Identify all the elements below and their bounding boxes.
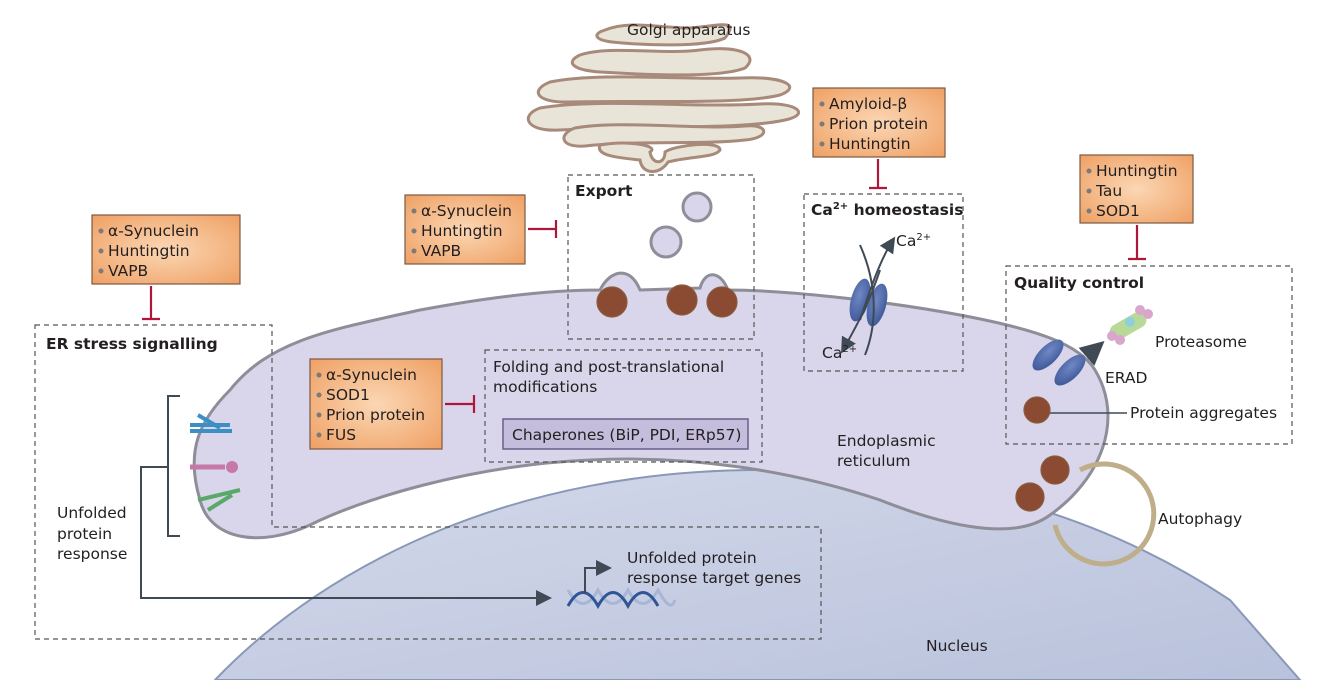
protein-aggregate: [1015, 396, 1070, 512]
calcium-in-label: Ca2+: [822, 344, 857, 362]
er-label: Endoplasmic reticulum: [837, 432, 941, 470]
autophagy-label: Autophagy: [1158, 510, 1242, 528]
proteasome-label: Proteasome: [1155, 333, 1247, 351]
protein-box-er-stress: α-Synuclein Huntingtin VAPB: [91, 214, 241, 285]
svg-text:α-Synuclein: α-Synuclein: [108, 222, 199, 240]
svg-text:Huntingtin: Huntingtin: [108, 242, 190, 260]
svg-text:VAPB: VAPB: [108, 262, 148, 280]
inhibition-arrows: [142, 159, 1146, 413]
inhibit-quality-icon: [1128, 225, 1146, 261]
ire1-sensor-icon: [190, 413, 232, 433]
upr-genes-label: Unfolded protein response target genes: [627, 549, 801, 587]
chaperones-label: Chaperones (BiP, PDI, ERp57): [512, 426, 741, 444]
svg-text:Prion protein: Prion protein: [326, 406, 425, 424]
dna-icon: [566, 560, 677, 610]
svg-text:Huntingtin: Huntingtin: [421, 222, 503, 240]
calcium-region: [803, 193, 964, 372]
svg-text:Huntingtin: Huntingtin: [829, 135, 911, 153]
folding-region: [484, 349, 763, 463]
upr-label: Unfolded protein response: [57, 504, 132, 563]
autophagosome: [1052, 461, 1157, 567]
er-stress-title: ER stress signalling: [46, 335, 218, 353]
vesicles: [649, 191, 713, 259]
protein-box-quality: Huntingtin Tau SOD1: [1079, 154, 1194, 224]
nucleus-label: Nucleus: [926, 637, 988, 655]
svg-text:α-Synuclein: α-Synuclein: [326, 366, 417, 384]
folding-title: Folding and post-translational modificat…: [493, 358, 729, 396]
upr-sensors: [190, 413, 241, 512]
golgi-label: Golgi apparatus: [627, 21, 750, 39]
chaperones-box: [502, 418, 749, 450]
svg-text:FUS: FUS: [326, 426, 356, 444]
calcium-title: Ca2+ homeostasis: [811, 201, 963, 219]
golgi-apparatus: [527, 23, 801, 173]
erad-label: ERAD: [1105, 369, 1148, 387]
protein-box-folding: α-Synuclein SOD1 Prion protein FUS: [309, 358, 443, 450]
export-region: [567, 174, 755, 340]
svg-text:VAPB: VAPB: [421, 242, 461, 260]
svg-text:Huntingtin: Huntingtin: [1096, 162, 1178, 180]
upr-bracket: [167, 395, 180, 537]
calcium-out-label: Ca2+: [896, 232, 931, 250]
inhibit-calcium-icon: [869, 159, 887, 190]
protein-aggregate: [596, 284, 738, 318]
svg-text:SOD1: SOD1: [326, 386, 370, 404]
export-title: Export: [575, 182, 633, 200]
svg-text:α-Synuclein: α-Synuclein: [421, 202, 512, 220]
protein-box-calcium: Amyloid-β Prion protein Huntingtin: [812, 87, 946, 158]
calcium-channel: [841, 236, 896, 356]
svg-text:Amyloid-β: Amyloid-β: [829, 95, 907, 113]
svg-text:Prion protein: Prion protein: [829, 115, 928, 133]
upr-pathway-arrow: [140, 466, 552, 606]
inhibit-folding-icon: [445, 395, 476, 413]
erad-channel: [1032, 339, 1105, 386]
quality-control-region: [1005, 265, 1293, 445]
svg-text:SOD1: SOD1: [1096, 202, 1140, 220]
quality-control-title: Quality control: [1014, 274, 1144, 292]
inhibit-export-icon: [528, 220, 558, 238]
protein-box-export: α-Synuclein Huntingtin VAPB: [404, 194, 526, 265]
endoplasmic-reticulum: [192, 271, 1110, 540]
proteasome: [1107, 305, 1153, 345]
aggregates-label: Protein aggregates: [1130, 404, 1277, 422]
atf6-sensor-icon: [197, 488, 241, 512]
er-stress-region: [34, 324, 822, 640]
svg-text:Tau: Tau: [1095, 182, 1122, 200]
inhibit-er-stress-icon: [142, 286, 160, 321]
